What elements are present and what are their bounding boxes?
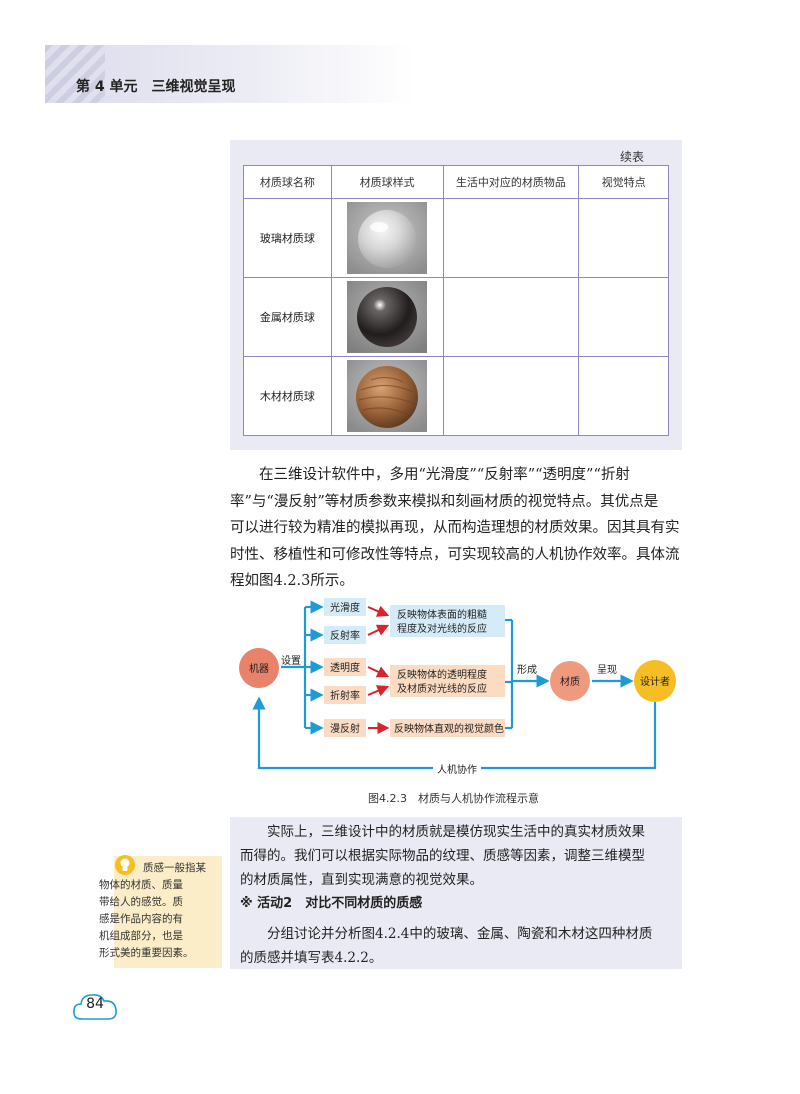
tip-line: 机组成部分，也是 <box>99 930 183 942</box>
result-box-transparency <box>390 665 505 697</box>
paragraph-line: 分组讨论并分析图4.2.4中的玻璃、金属、陶瓷和木材这四种材质 <box>240 926 653 942</box>
tip-line: 物体的材质、质量 <box>99 879 183 891</box>
col-header-name: 材质球名称 <box>243 165 332 199</box>
cloud-icon <box>73 994 117 1020</box>
param-label: 光滑度 <box>330 601 360 614</box>
page-number-text: 84 <box>86 996 104 1012</box>
figure-caption: 图4.2.3 材质与人机协作流程示意 <box>368 792 539 805</box>
material-table: 材质球名称 材质球样式 生活中对应的材质物品 视觉特点 玻璃材质球 金属材质球 <box>243 165 669 436</box>
paragraph-line: 在三维设计软件中，多用“光滑度”“反射率”“透明度”“折射 <box>230 467 630 483</box>
paragraph-line: 的质感并填写表4.2.2。 <box>240 950 383 966</box>
result-line: 反映物体表面的粗糙 <box>397 608 487 621</box>
result-line: 反映物体的透明程度 <box>397 668 487 681</box>
visual-cell <box>578 277 669 357</box>
col-header-visual: 视觉特点 <box>578 165 669 199</box>
result-box-color <box>390 719 505 737</box>
objects-cell <box>442 356 580 436</box>
tip-box <box>114 856 222 968</box>
designer-node <box>634 660 676 702</box>
page-number: 84 <box>70 988 120 1024</box>
result-box-roughness <box>390 605 505 637</box>
param-label: 折射率 <box>330 689 360 702</box>
activity-heading: ※ 活动2 对比不同材质的质感 <box>240 896 423 911</box>
col-header-objects: 生活中对应的材质物品 <box>442 165 580 199</box>
material-node <box>550 661 590 701</box>
lower-paragraph: 实际上，三维设计中的材质就是模仿现实生活中的真实材质效果 而得的。我们可以根据实… <box>240 820 678 892</box>
wood-sphere-image <box>347 360 428 432</box>
tip-text: 质感一般指某 物体的材质、质量 带给人的感觉。质 感是作品内容的有 机组成部分，… <box>99 860 221 962</box>
tip-line: 感是作品内容的有 <box>99 913 183 925</box>
paragraph-line: 而得的。我们可以根据实际物品的纹理、质感等因素，调整三维模型 <box>240 848 645 864</box>
param-box-smoothness <box>324 598 366 616</box>
paragraph-line: 实际上，三维设计中的材质就是模仿现实生活中的真实材质效果 <box>240 824 645 840</box>
objects-cell <box>442 198 580 278</box>
setting-label: 设置 <box>281 655 301 667</box>
tip-line: 带给人的感觉。质 <box>99 896 183 908</box>
objects-cell <box>442 277 580 357</box>
lightbulb-icon <box>115 855 135 875</box>
sphere-cell <box>330 356 444 436</box>
loop-label-bg <box>433 762 481 775</box>
sphere-cell <box>330 277 444 357</box>
paragraph-line: 可以进行较为精准的模拟再现，从而构造理想的材质效果。因其具有实 <box>230 520 680 536</box>
activity-paragraph: 分组讨论并分析图4.2.4中的玻璃、金属、陶瓷和木材这四种材质 的质感并填写表4… <box>240 922 678 970</box>
table-header-row: 材质球名称 材质球样式 生活中对应的材质物品 视觉特点 <box>243 165 669 199</box>
unit-title: 第 4 单元 三维视觉呈现 <box>76 79 236 95</box>
param-label: 反射率 <box>330 629 360 642</box>
table-row: 玻璃材质球 <box>243 198 669 278</box>
result-line: 程度及对光线的反应 <box>397 622 487 635</box>
machine-label: 机器 <box>249 662 269 675</box>
material-flow-diagram: 光滑度 反射率 透明度 折射率 漫反射 反映物体表面的粗糙 程度及对光线的反应 … <box>239 598 676 776</box>
visual-cell <box>578 198 669 278</box>
visual-cell <box>578 356 669 436</box>
glass-sphere-image <box>347 202 428 274</box>
paragraph-line: 的材质属性，直到实现满意的视觉效果。 <box>240 872 483 888</box>
tip-line: 形式美的重要因素。 <box>99 947 194 959</box>
row-name: 木材材质球 <box>243 356 332 436</box>
tip-line: 质感一般指某 <box>143 862 206 874</box>
form-label: 形成 <box>517 664 537 676</box>
result-line: 反映物体直观的视觉颜色 <box>394 722 504 735</box>
header-band <box>45 45 415 103</box>
row-name: 金属材质球 <box>243 277 332 357</box>
param-label: 透明度 <box>330 661 360 674</box>
param-box-transparency <box>324 658 366 676</box>
table-row: 木材材质球 <box>243 356 669 436</box>
row-name: 玻璃材质球 <box>243 198 332 278</box>
designer-label: 设计者 <box>640 675 670 688</box>
table-row: 金属材质球 <box>243 277 669 357</box>
param-box-reflectivity <box>324 626 366 644</box>
continue-label: 续表 <box>620 150 645 164</box>
result-line: 及材质对光线的反应 <box>397 682 487 695</box>
metal-sphere-image <box>347 281 428 353</box>
paragraph-line: 程如图4.2.3所示。 <box>230 573 354 589</box>
sphere-cell <box>330 198 444 278</box>
col-header-style: 材质球样式 <box>330 165 444 199</box>
loop-label: 人机协作 <box>437 763 477 776</box>
present-label: 呈现 <box>597 664 617 676</box>
param-box-refraction <box>324 686 366 704</box>
machine-node <box>239 648 279 688</box>
paragraph-line: 率”与“漫反射”等材质参数来模拟和刻画材质的视觉特点。其优点是 <box>230 493 659 510</box>
paragraph-line: 时性、移植性和可修改性等特点，可实现较高的人机协作效率。具体流 <box>230 546 680 563</box>
param-label: 漫反射 <box>330 723 360 735</box>
param-box-diffuse <box>324 719 366 737</box>
lower-panel <box>230 817 682 969</box>
body-paragraph: 在三维设计软件中，多用“光滑度”“反射率”“透明度”“折射 率”与“漫反射”等材… <box>230 462 690 595</box>
material-label: 材质 <box>560 675 580 688</box>
